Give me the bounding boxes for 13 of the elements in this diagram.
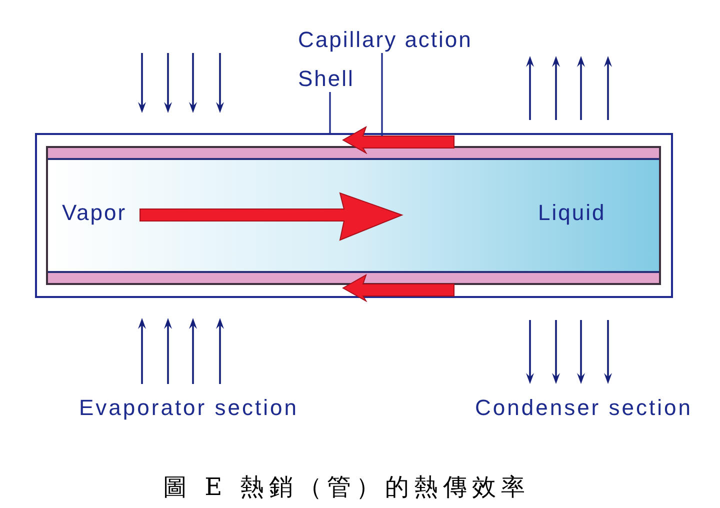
region-label: Vapor xyxy=(62,200,127,226)
figure-caption: 圖 E 熱銷（管）的熱傳效率 xyxy=(163,472,530,502)
flow-arrow xyxy=(342,274,456,302)
pipe-interior xyxy=(46,146,661,285)
section-label: Evaporator section xyxy=(79,395,298,421)
leader-line xyxy=(329,92,331,134)
region-label: Liquid xyxy=(538,200,606,226)
callout-label: Shell xyxy=(298,66,362,92)
leader-line xyxy=(381,53,383,136)
callout-label: Capillary action xyxy=(298,27,488,53)
flow-arrow xyxy=(342,126,456,154)
section-label: Condenser section xyxy=(475,395,692,421)
pipe-shell xyxy=(35,133,673,298)
